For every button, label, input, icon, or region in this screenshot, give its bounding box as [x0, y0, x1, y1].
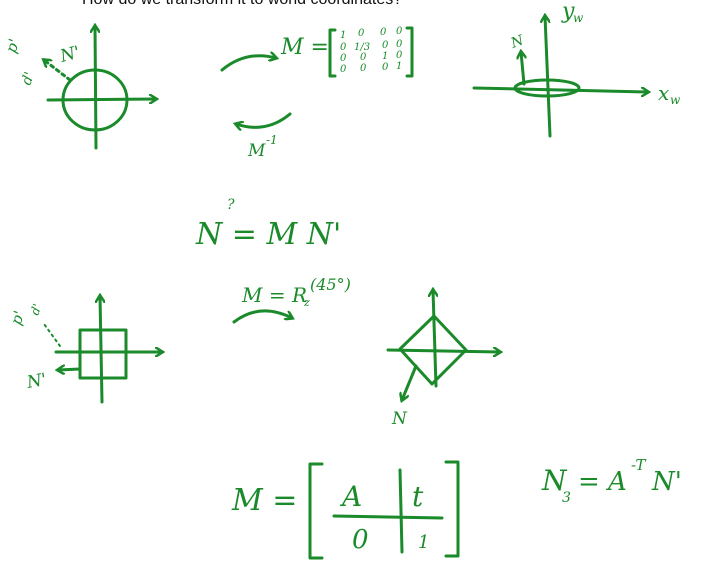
final-label-sub: 3	[562, 490, 571, 506]
block-label-m: M =	[231, 483, 297, 518]
square-y-axis	[100, 296, 102, 402]
matrix-cell: 1	[382, 51, 388, 62]
block-cell-1: 1	[418, 532, 429, 553]
matrix-left-bracket	[330, 30, 335, 76]
world-y-axis	[545, 16, 550, 136]
diamond-x-axis	[388, 350, 500, 352]
local-circle-diagram	[44, 26, 156, 148]
matrix-cell: 0	[382, 62, 389, 73]
world-ellipse-diagram	[474, 16, 648, 136]
label-yw-sub: w	[573, 11, 584, 25]
label-p1: p'	[2, 36, 24, 55]
matrix-cell: 0	[340, 53, 347, 64]
world-normal-arrow	[521, 52, 524, 84]
matrix-cell: 0	[360, 52, 367, 63]
label-n-world: N	[508, 32, 527, 52]
equation-m-rz-sub: z	[303, 296, 310, 309]
matrix-cell: 0	[340, 64, 347, 75]
label-eq1-question: ?	[227, 197, 235, 213]
label-m-inverse-sup: -1	[266, 133, 278, 147]
matrix-cell: 0	[382, 40, 389, 51]
label-d2: d'	[28, 302, 45, 317]
diamond-y-axis	[433, 290, 436, 386]
final-label-eq: = A	[578, 467, 627, 497]
final-label-sup: -T	[631, 456, 647, 474]
block-cell-t: t	[412, 480, 424, 513]
block-matrix	[310, 462, 458, 558]
block-right-bracket	[446, 462, 458, 556]
matrix-cell: 0	[396, 39, 403, 50]
scale-matrix: 1 0 0 0 0 1/3 0 0 0 0 1 0 0 0 0 1	[340, 26, 403, 75]
matrix-cell: 0	[340, 42, 347, 53]
transform-arrow-1	[222, 56, 276, 70]
label-xw-sub: w	[670, 93, 681, 107]
block-cell-0: 0	[352, 525, 369, 555]
label-p2: p'	[7, 308, 29, 327]
equation-m-rz: M = R	[241, 283, 307, 307]
normal-arrow-2	[58, 369, 80, 370]
label-d1: d'	[19, 70, 38, 88]
block-cell-a: A	[339, 480, 362, 513]
local-square-diagram	[44, 296, 162, 402]
dotted-guide-2	[44, 324, 60, 346]
block-left-bracket	[310, 464, 322, 558]
matrix-cell: 1	[340, 30, 346, 41]
label-n1: N'	[57, 42, 82, 67]
matrix-cell: 0	[380, 27, 387, 38]
matrix-cell: 0	[358, 28, 365, 39]
equation-m-rz-arg: (45°)	[310, 275, 351, 294]
inverse-arrow	[236, 114, 290, 127]
diamond-normal-arrow	[402, 366, 416, 400]
matrix-right-bracket	[407, 28, 412, 76]
square-shape	[80, 330, 126, 378]
matrix-cell: 0	[396, 50, 403, 61]
equation-n-mn: N = M N'	[195, 217, 341, 252]
final-label-n1: N'	[651, 467, 682, 497]
label-m: M =	[280, 35, 329, 60]
label-n-diamond: N	[391, 409, 408, 429]
block-horizontal-line	[334, 516, 442, 518]
world-x-axis	[474, 88, 648, 92]
matrix-cell: 0	[360, 63, 367, 74]
block-vertical-line	[400, 470, 402, 552]
label-n2: N'	[24, 370, 48, 393]
matrix-cell: 0	[396, 26, 403, 37]
transform-arrow-2	[234, 311, 292, 322]
label-m-inverse: M	[247, 141, 266, 161]
label-xw: x	[658, 81, 669, 105]
matrix-cell: 1	[396, 61, 402, 72]
rotated-diamond-diagram	[388, 290, 500, 400]
